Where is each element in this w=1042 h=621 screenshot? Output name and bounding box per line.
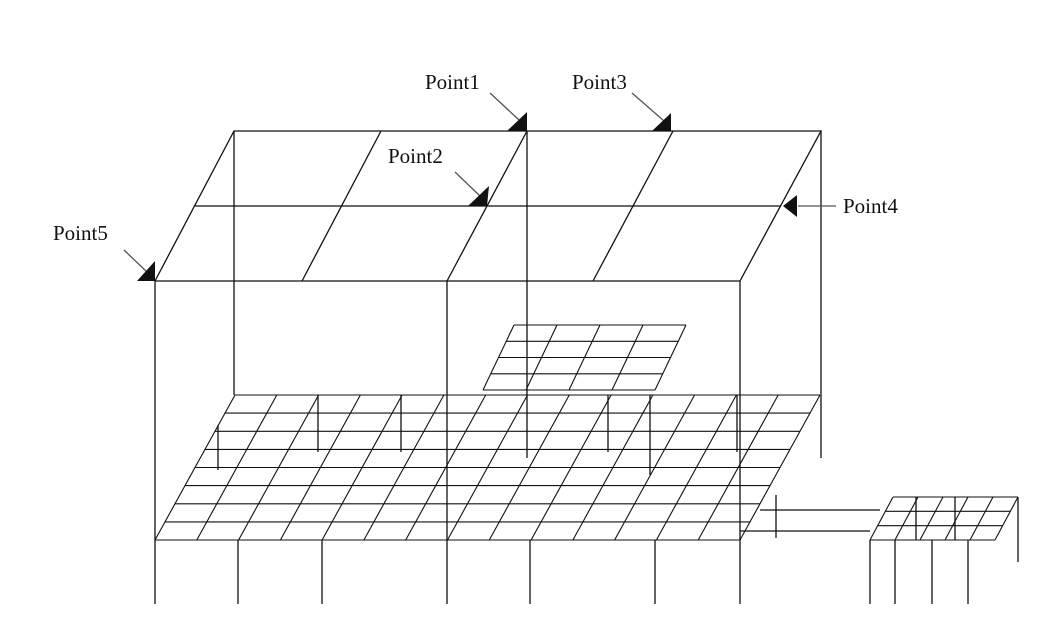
point4-callout: Point4 — [783, 194, 898, 218]
mezzanine-grid — [482, 324, 687, 391]
point3-label: Point3 — [572, 70, 627, 94]
floor-grid — [154, 394, 821, 541]
point1-leader — [489, 92, 520, 121]
grid-line — [919, 496, 944, 541]
triangle-marker-icon — [137, 261, 155, 281]
point1-label: Point1 — [425, 70, 480, 94]
annex-grid — [869, 496, 1019, 541]
point5-leader — [123, 249, 149, 274]
point4-label: Point4 — [843, 194, 898, 218]
roof-diagonal — [592, 130, 674, 282]
point1-callout: Point1 — [425, 70, 527, 131]
triangle-marker-icon — [652, 113, 671, 131]
annex-links — [740, 495, 1019, 604]
triangle-marker-icon — [468, 186, 489, 206]
point5-label: Point5 — [53, 221, 108, 245]
point3-leader — [631, 92, 665, 122]
point2-leader — [454, 171, 481, 197]
grid-line — [944, 496, 969, 541]
point5-callout: Point5 — [53, 221, 155, 281]
point2-label: Point2 — [388, 144, 443, 168]
triangle-marker-icon — [783, 195, 797, 217]
grid-line — [869, 496, 894, 541]
grid-line — [969, 496, 994, 541]
point2-callout: Point2 — [388, 144, 489, 206]
triangle-marker-icon — [507, 112, 527, 131]
grid-line — [994, 496, 1019, 541]
roof-frame — [154, 130, 823, 282]
grid-line — [894, 496, 919, 541]
point3-callout: Point3 — [572, 70, 671, 131]
roof-diagonal — [301, 130, 382, 282]
columns — [154, 131, 822, 604]
